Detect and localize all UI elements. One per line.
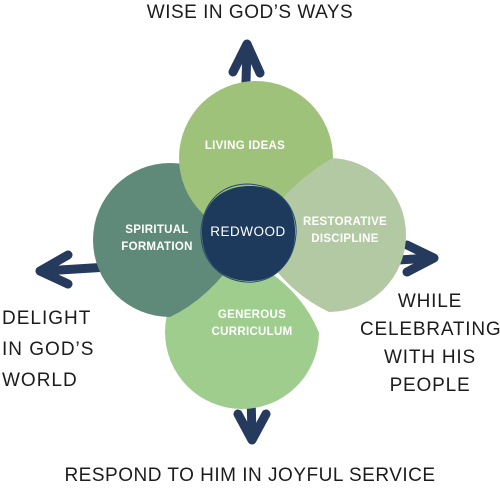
center-blob xyxy=(200,183,297,283)
petal-label-bottom-line: GENEROUS xyxy=(217,309,287,321)
outcome-label-right-line: WHILE xyxy=(397,291,463,312)
outcome-label-left: DELIGHT IN GOD’S WORLD xyxy=(2,303,112,396)
outcome-label-bottom: RESPOND TO HIM IN JOYFUL SERVICE xyxy=(64,465,436,486)
petal-label-bottom: GENEROUS CURRICULUM xyxy=(192,307,312,341)
petal-label-left-line: SPIRITUAL xyxy=(125,224,189,236)
petal-label-left: SPIRITUAL FORMATION xyxy=(102,222,212,256)
outcome-label-right-line: PEOPLE xyxy=(389,375,471,396)
center-label: REDWOOD xyxy=(210,224,286,239)
petal-label-top: LIVING IDEAS xyxy=(204,140,286,152)
outcome-label-top: WISE IN GOD’S WAYS xyxy=(146,2,354,23)
petals xyxy=(93,81,406,410)
outcome-label-right-line: WITH HIS xyxy=(384,347,476,368)
outcome-label-left-line: IN GOD’S xyxy=(2,339,95,360)
outcome-label-left-line: DELIGHT xyxy=(2,308,92,329)
petal-label-right-line: RESTORATIVE xyxy=(302,216,388,228)
petal-label-bottom-line: CURRICULUM xyxy=(211,326,293,338)
petal-label-right-line: DISCIPLINE xyxy=(311,233,379,245)
petal-label-left-line: FORMATION xyxy=(121,241,193,253)
petal-right xyxy=(252,158,406,312)
outcome-label-right: WHILE CELEBRATING WITH HIS PEOPLE xyxy=(360,288,500,400)
petal-label-right: RESTORATIVE DISCIPLINE xyxy=(285,214,405,248)
outcome-label-left-line: WORLD xyxy=(2,370,78,391)
outcome-label-right-line: CELEBRATING xyxy=(360,319,500,340)
